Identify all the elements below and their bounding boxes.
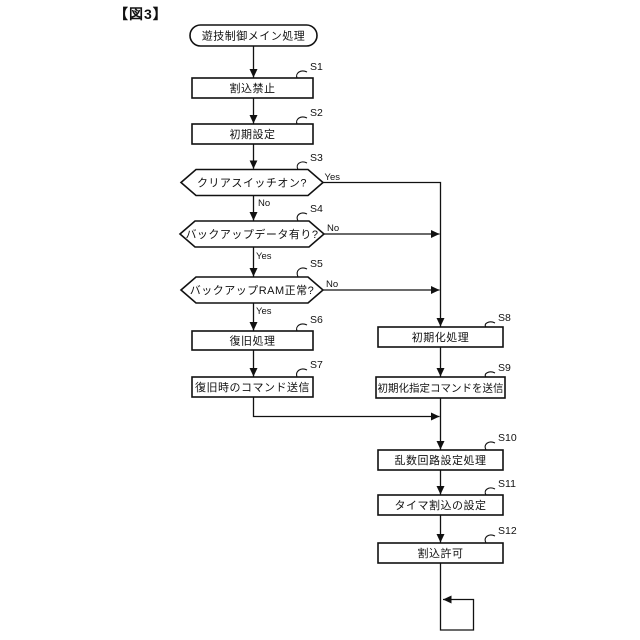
step-s11-box: [377, 494, 504, 516]
step-s3-tag: S3: [310, 152, 323, 164]
connector-s3-yes-to-s8: [323, 181, 445, 327]
step-s10-leader: [484, 441, 496, 451]
step-s1: 割込禁止 S1: [191, 61, 323, 99]
step-s5: バックアップRAM正常? S5 No Yes: [179, 258, 338, 317]
step-s10-box: [377, 449, 504, 471]
step-s3-hexagon: [179, 168, 325, 197]
step-s8-label: 初期化処理: [412, 330, 470, 344]
step-s8: 初期化処理 S8: [377, 312, 511, 348]
step-s5-tag: S5: [310, 258, 323, 270]
step-s7-leader: [296, 368, 308, 378]
branch-label-s5-no: No: [326, 279, 338, 290]
step-s2-box: [191, 123, 314, 145]
step-s5-hexagon: [179, 276, 325, 304]
connector-s7-join: [252, 397, 440, 421]
step-s2-tag: S2: [310, 107, 323, 119]
step-s2-leader: [296, 116, 308, 125]
step-s7: 復旧時のコマンド送信 S7: [191, 359, 323, 398]
step-s4-hexagon: [178, 220, 326, 248]
step-s4-label: バックアップデータ有り?: [185, 227, 318, 241]
step-s6-label: 復旧処理: [230, 335, 276, 348]
step-s9-tag: S9: [498, 362, 511, 374]
step-s3-label: クリアスイッチオン?: [197, 177, 307, 190]
step-s3: クリアスイッチオン? S3 Yes No: [179, 152, 341, 209]
step-s5-label: バックアップRAM正常?: [190, 284, 315, 297]
step-s6-tag: S6: [310, 314, 323, 326]
step-s2-label: 初期設定: [230, 127, 276, 141]
step-s1-leader: [296, 70, 308, 79]
branch-label-s3-no: No: [258, 198, 270, 209]
step-s9: 初期化指定コマンドを送信 S9: [375, 362, 511, 399]
branch-label-s4-no: No: [327, 223, 339, 234]
step-s4: バックアップデータ有り? S4 No Yes: [178, 203, 339, 262]
step-s8-tag: S8: [498, 312, 511, 324]
step-s11: タイマ割込の設定 S11: [377, 478, 516, 516]
step-s9-label: 初期化指定コマンドを送信: [378, 382, 504, 395]
step-s3-leader: [296, 161, 308, 170]
figure-title: 【図3】: [114, 6, 168, 22]
step-s9-box: [375, 376, 506, 399]
step-s8-box: [377, 326, 504, 348]
step-s4-tag: S4: [310, 203, 323, 215]
step-s10-label: 乱数回路設定処理: [395, 453, 487, 467]
step-s8-leader: [484, 321, 496, 328]
step-s12: 割込許可 S12: [377, 525, 517, 564]
branch-label-s5-yes: Yes: [256, 306, 272, 317]
step-s12-box: [377, 542, 504, 564]
step-s7-box: [191, 376, 314, 398]
step-s1-tag: S1: [310, 61, 323, 73]
step-s1-box: [191, 77, 314, 99]
step-s12-label: 割込許可: [418, 546, 464, 560]
step-s6: 復旧処理 S6: [191, 314, 323, 351]
step-s9-leader: [484, 371, 496, 378]
step-s1-label: 割込禁止: [230, 81, 276, 95]
start-node-shape: [189, 24, 318, 47]
branch-label-s4-yes: Yes: [256, 251, 272, 262]
branch-label-s3-yes: Yes: [325, 172, 341, 183]
step-s6-leader: [296, 323, 308, 332]
step-s11-tag: S11: [498, 478, 516, 490]
step-s4-leader: [296, 212, 308, 222]
connectors: [249, 46, 475, 631]
step-s10-tag: S10: [498, 432, 517, 444]
step-s7-label: 復旧時のコマンド送信: [195, 380, 310, 394]
step-s5-leader: [296, 267, 308, 278]
step-s6-box: [191, 330, 314, 351]
step-s2: 初期設定 S2: [191, 107, 323, 145]
step-s12-leader: [484, 534, 496, 544]
step-s12-tag: S12: [498, 525, 517, 537]
step-s11-label: タイマ割込の設定: [395, 498, 487, 512]
connector-s12-loop: [439, 563, 475, 631]
start-node-label: 遊技制御メイン処理: [202, 29, 306, 43]
step-s10: 乱数回路設定処理 S10: [377, 432, 517, 471]
step-s7-tag: S7: [310, 359, 323, 371]
start-node: 遊技制御メイン処理: [189, 24, 318, 47]
step-s11-leader: [484, 487, 496, 496]
